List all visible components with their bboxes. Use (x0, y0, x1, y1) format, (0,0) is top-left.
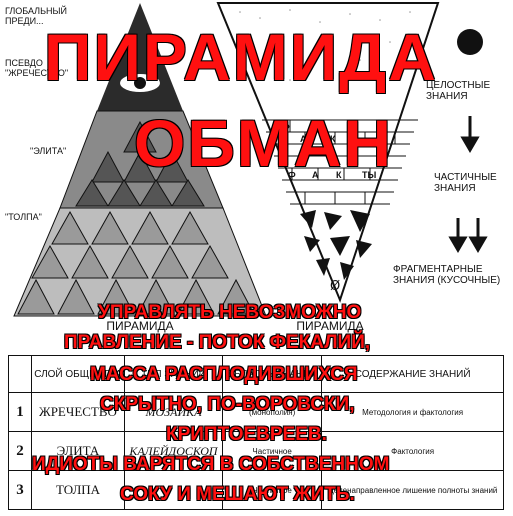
table-header-row: СЛОЙ ОБЩЕСТВА ТИП ЗНАНИЙ ОБЛАСТЬ ЗНАНИЙ … (8, 355, 504, 393)
header-area: ОБЛАСТЬ ЗНАНИЙ (221, 355, 323, 393)
label-crowd: "ТОЛПА" (5, 212, 42, 222)
left-pyramid (13, 3, 267, 317)
bullet-dot (457, 29, 483, 55)
overlay-line-1: УПРАВЛЯТЬ НЕВОЗМОЖНО (98, 302, 362, 323)
header-type: ТИП ЗНАНИЙ (124, 355, 223, 393)
caption-right-pyramid: ПИРАМИДА (296, 319, 364, 333)
fact-letter-4: Ф (288, 170, 296, 180)
headline-line-2: ОБМАН (134, 106, 394, 180)
double-arrow-down-icon (448, 218, 488, 253)
overlay-line-4: СКРЫТНО, ПО-ВОРОВСКИ, (100, 394, 355, 415)
overlay-line-7: СОКУ И МЕШАЮТ ЖИТЬ. (120, 484, 355, 505)
overlay-line-6: ИДИОТЫ ВАРЯТСЯ В СОБСТВЕННОМ (32, 454, 390, 475)
fact-letter-5: А (312, 170, 319, 180)
fact-letter-6: К (336, 170, 342, 180)
overlay-line-5: КРИПТОЕВРЕЕВ. (166, 424, 327, 445)
caption-left-pyramid: ПИРАМИДА (106, 319, 174, 333)
label-elite: "ЭЛИТА" (30, 146, 67, 156)
overlay-line-2: ПРАВЛЕНИЕ - ПОТОК ФЕКАЛИЙ, (64, 332, 371, 353)
table-row: 3 ТОЛПА Частичное Целенаправленное лишен… (8, 470, 504, 510)
label-whole-knowledge: ЦЕЛОСТНЫЕ ЗНАНИЯ (426, 80, 491, 102)
fact-letter-1: Ф (282, 122, 290, 132)
arrow-down-icon (460, 116, 480, 153)
pyramid-apex (97, 3, 183, 111)
fact-letter-2: А (300, 134, 307, 144)
fact-letter-7: ТЫ (362, 170, 376, 180)
label-partial-knowledge: ЧАСТИЧНЫЕ ЗНАНИЯ (434, 172, 497, 194)
zero-symbol: Ø (330, 279, 340, 294)
right-pyramid: Ф А К Ф А К ТЫ Ø (216, 2, 440, 303)
fact-letter-3: К (330, 134, 336, 144)
overlay-line-3: МАССА РАСПЛОДИВШИХСЯ (90, 364, 358, 385)
knowledge-table: СЛОЙ ОБЩЕСТВА ТИП ЗНАНИЙ ОБЛАСТЬ ЗНАНИЙ … (8, 355, 504, 510)
label-global-predictor: ГЛОБАЛЬНЫЙ ПРЕДИ... (5, 6, 67, 26)
header-content: СОДЕРЖАНИЕ ЗНАНИЙ (321, 355, 504, 393)
label-fragment-knowledge: ФРАГМЕНТАРНЫЕ ЗНАНИЯ (КУСОЧНЫЕ) (393, 264, 501, 286)
label-pseudo-priesthood: ПСЕВДО "ЖРЕЧЕСТВО" (5, 58, 69, 78)
headline-line-1: ПИРАМИДА (44, 20, 438, 94)
